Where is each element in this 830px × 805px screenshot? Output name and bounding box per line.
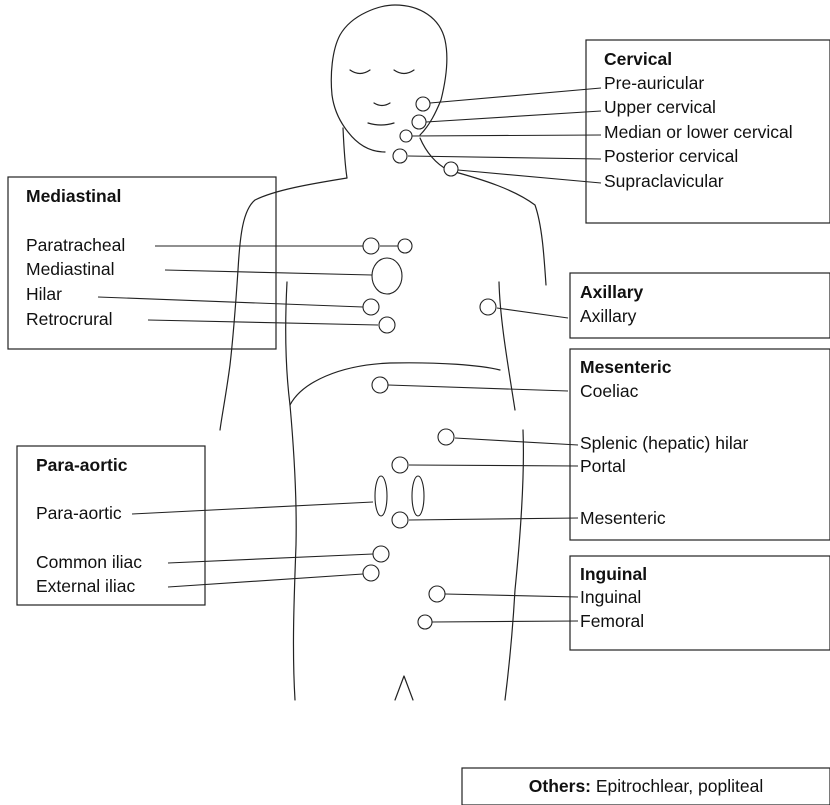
- left-eye: [350, 70, 370, 74]
- node-mesenteric: [392, 512, 408, 528]
- para-aortic-item-para-aortic: Para-aortic: [36, 503, 122, 523]
- nose: [374, 103, 390, 106]
- inguinal-item-inguinal: Inguinal: [580, 587, 641, 607]
- node-external-iliac: [363, 565, 379, 581]
- node-coeliac: [372, 377, 388, 393]
- mouth: [368, 123, 394, 125]
- node-portal: [392, 457, 408, 473]
- node-pre-auricular: [416, 97, 430, 111]
- node-paratracheal-right: [398, 239, 412, 253]
- mediastinal-item-paratracheal: Paratracheal: [26, 235, 125, 255]
- neck-left: [343, 128, 347, 178]
- node-splenic-hilar: [438, 429, 454, 445]
- node-mediastinal: [372, 258, 402, 294]
- mediastinal-item-mediastinal: Mediastinal: [26, 259, 115, 279]
- node-posterior-cervical: [393, 149, 407, 163]
- cervical-title: Cervical: [604, 49, 672, 69]
- node-axillary: [480, 299, 496, 315]
- right-hip: [505, 430, 523, 700]
- para-aortic-item-common-iliac: Common iliac: [36, 552, 142, 572]
- node-supraclavicular: [444, 162, 458, 176]
- node-common-iliac: [373, 546, 389, 562]
- left-hip: [290, 405, 296, 700]
- cervical-item-pre-auricular: Pre-auricular: [604, 73, 704, 93]
- mesenteric-item-portal: Portal: [580, 456, 626, 476]
- neck-right: [420, 138, 448, 170]
- para-aortic-item-external-iliac: External iliac: [36, 576, 135, 596]
- right-shoulder-arm: [448, 170, 546, 285]
- cervical-item-posterior: Posterior cervical: [604, 146, 738, 166]
- body-outline: [220, 5, 546, 700]
- node-hilar: [363, 299, 379, 315]
- node-upper-cervical: [412, 115, 426, 129]
- axillary-title: Axillary: [580, 282, 643, 302]
- crotch: [395, 676, 413, 700]
- para-aortic-title: Para-aortic: [36, 455, 128, 475]
- right-inner-arm: [499, 282, 515, 410]
- mesenteric-item-mesenteric: Mesenteric: [580, 508, 666, 528]
- cervical-item-supraclavicular: Supraclavicular: [604, 171, 724, 191]
- others-text: Epitrochlear, popliteal: [591, 776, 763, 796]
- node-para-aortic-left: [375, 476, 387, 516]
- mesenteric-item-splenic-hilar: Splenic (hepatic) hilar: [580, 433, 748, 453]
- others-label: Others:: [529, 776, 591, 796]
- axillary-item: Axillary: [580, 306, 637, 326]
- inguinal-item-femoral: Femoral: [580, 611, 644, 631]
- cervical-item-upper: Upper cervical: [604, 97, 716, 117]
- node-retrocrural: [379, 317, 395, 333]
- left-inner-arm: [286, 282, 290, 405]
- cervical-item-median: Median or lower cervical: [604, 122, 793, 142]
- node-inguinal: [429, 586, 445, 602]
- node-median-cervical: [400, 130, 412, 142]
- node-femoral: [418, 615, 432, 629]
- mesenteric-item-coeliac: Coeliac: [580, 381, 639, 401]
- others-line: Others: Epitrochlear, popliteal: [529, 776, 763, 796]
- face-lower-left: [332, 95, 385, 152]
- head-outline: [331, 5, 447, 135]
- mediastinal-item-retrocrural: Retrocrural: [26, 309, 113, 329]
- right-eye: [394, 70, 414, 74]
- mediastinal-title: Mediastinal: [26, 186, 121, 206]
- mesenteric-title: Mesenteric: [580, 357, 672, 377]
- waist-line: [290, 363, 500, 405]
- leader-lines: [98, 88, 601, 622]
- node-para-aortic-right: [412, 476, 424, 516]
- inguinal-title: Inguinal: [580, 564, 647, 584]
- node-paratracheal-left: [363, 238, 379, 254]
- mediastinal-item-hilar: Hilar: [26, 284, 62, 304]
